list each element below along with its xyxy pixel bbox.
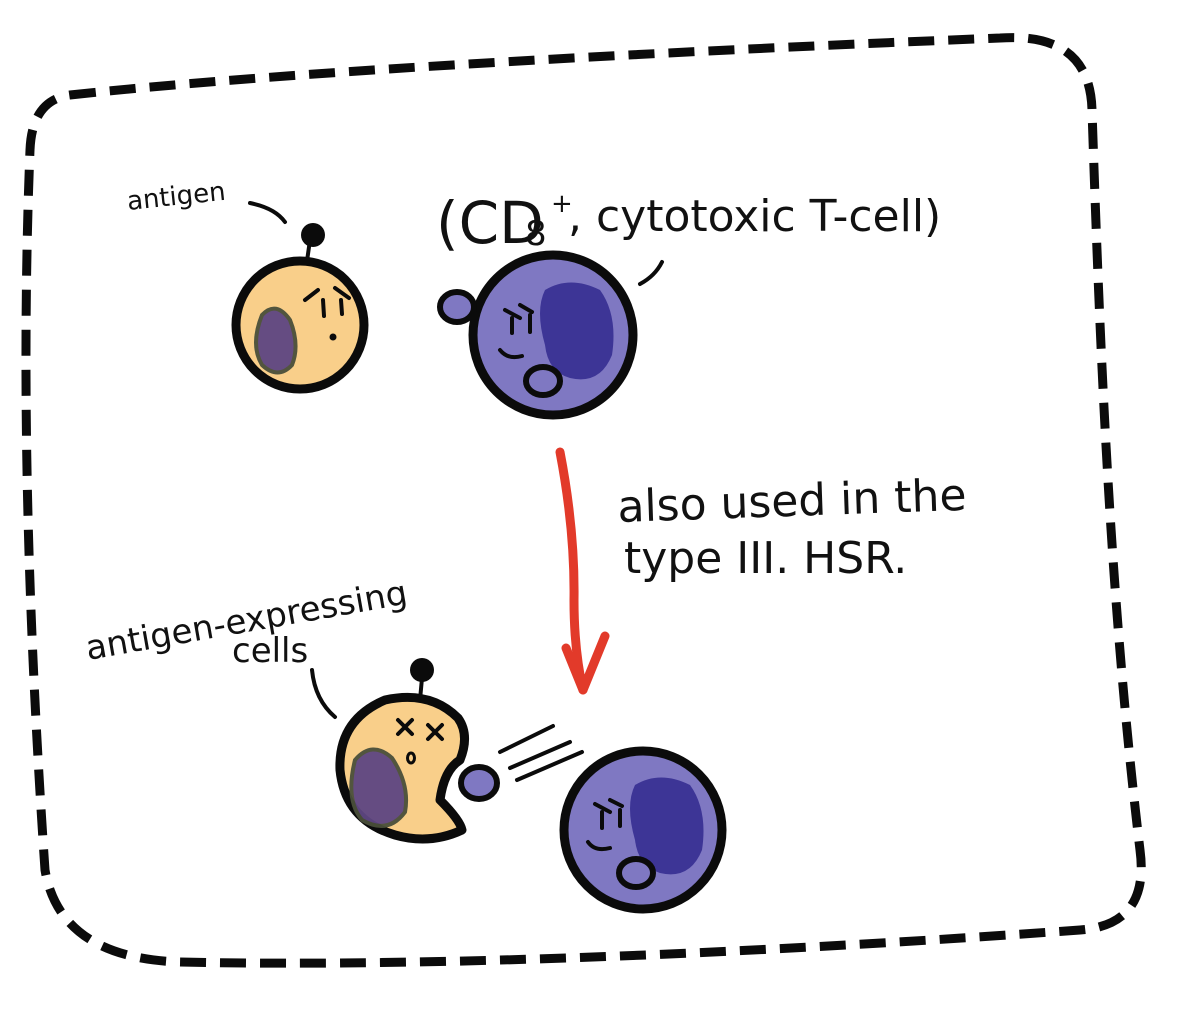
cells-leader-line [310,668,337,719]
angry-face-icon [498,303,534,360]
dead-antigen-cell [335,658,469,844]
svg-text:+: + [551,189,573,219]
svg-text:also used in the: also used in the [617,470,968,533]
angry-face-icon [586,798,624,852]
antigen-marker-icon [301,223,325,247]
tcell-fist-icon [616,856,656,890]
tcell-thrown-fist-icon [437,289,477,325]
svg-text:8: 8 [525,214,547,254]
tcell-nucleus [540,282,614,380]
svg-text:type III. HSR.: type III. HSR. [624,533,907,584]
tcell-top [437,250,638,420]
tcell-bottom [559,746,727,914]
tcell-fist-icon [523,364,563,398]
antigen-cell-top [231,223,369,394]
antigen-marker-icon [410,658,434,682]
svg-text:, cytotoxic T-cell): , cytotoxic T-cell) [568,191,941,242]
tcell-nucleus [630,777,704,875]
antigen-expressing-label: antigen-expressing cells [83,573,411,671]
cd8-label: (CD 8 + , cytotoxic T-cell) [436,189,941,257]
motion-lines [498,724,584,782]
punching-fist-icon [458,764,500,802]
dead-face-icon [396,718,444,765]
dead-cell-nucleus [349,747,409,828]
dashed-border [21,33,1146,968]
svg-text:(CD: (CD [436,189,544,257]
down-arrow-icon [555,447,610,695]
antigen-leader-line [248,201,287,224]
worried-face-icon [303,286,351,341]
svg-text:cells: cells [232,631,308,671]
antigen-cell-nucleus [254,306,298,375]
hsr-note: also used in the type III. HSR. [617,470,968,584]
antigen-label: antigen [126,177,227,217]
tcell-leader-line [638,260,664,286]
